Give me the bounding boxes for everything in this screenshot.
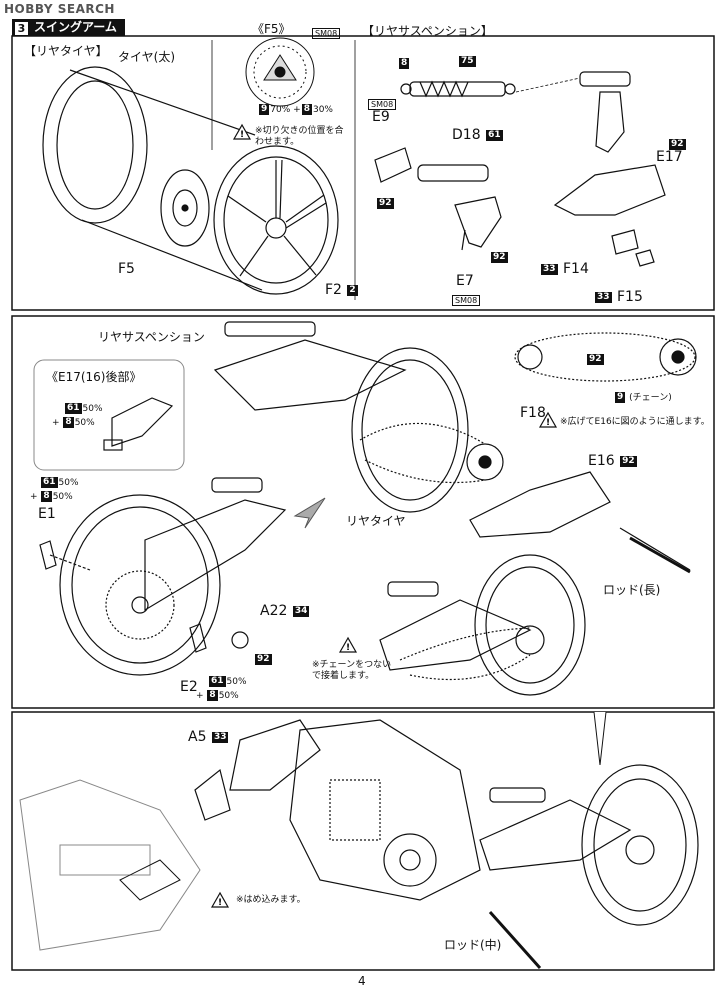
svg-text:!: !	[346, 643, 350, 653]
swingarm-e17-drawing	[553, 71, 666, 267]
code-92: 92	[491, 252, 508, 263]
callout-pointer	[593, 711, 607, 766]
f2-label: F2 2	[325, 282, 358, 298]
e16-note: ※広げてE16に図のように通します。	[560, 417, 710, 427]
caution-icon	[210, 891, 230, 908]
e17-detail-heading: 《E17(16)後部》	[46, 370, 142, 384]
tire-wide-label: タイヤ(太)	[118, 50, 176, 64]
code-8: 8	[399, 58, 410, 69]
code-92: 92	[255, 654, 272, 665]
e17-detail-drawing	[103, 397, 174, 451]
f5-heading: 《F5》	[252, 22, 291, 36]
chain-note: ※チェーンをつないで接着します。	[312, 660, 392, 681]
f5-label: F5	[118, 261, 135, 277]
watermark: HOBBY SEARCH	[4, 2, 115, 16]
e16-label: E16 92	[588, 453, 637, 469]
swingarm-link-drawing	[374, 147, 502, 251]
e1-label: E1	[38, 506, 56, 522]
rear-assembly-bottom-drawing	[479, 764, 699, 926]
d18-label: D18 61	[452, 127, 503, 143]
svg-text:!: !	[218, 898, 222, 908]
swingarm-e16-drawing	[469, 471, 691, 571]
svg-text:!: !	[546, 418, 550, 428]
panel-bottom-border	[11, 711, 715, 971]
code-92: 92	[669, 139, 686, 150]
panel-middle-border	[11, 315, 715, 709]
fit-note: ※はめ込みます。	[236, 895, 306, 905]
assembled-swingarm-chain-drawing	[379, 554, 586, 696]
swingarm-assembly-upper	[213, 321, 504, 513]
rear-tire-label: リヤタイヤ	[346, 514, 406, 528]
engine-close-up-drawing	[19, 779, 201, 951]
svg-text:!: !	[240, 130, 244, 140]
chain-label: 9 (チェーン)	[615, 392, 672, 403]
rear-suspension-heading: 【リヤサスペンション】	[362, 24, 493, 38]
drive-chain-drawing	[514, 332, 697, 382]
shock-absorber-drawing	[400, 80, 516, 98]
wheel-f2-drawing	[213, 145, 339, 295]
sm08-badge: SM08	[452, 295, 481, 306]
e7-label: E7	[456, 273, 474, 289]
rear-tire-drawing	[42, 66, 263, 291]
brake-disc-f5-detail	[245, 37, 315, 107]
a22-label: A22 34	[260, 603, 310, 619]
rod-mid-label: ロッド(中)	[444, 938, 502, 952]
notch-note: ※切り欠きの位置を合わせます。	[255, 126, 344, 147]
caution-icon	[338, 636, 358, 653]
f15-label: 33 F15	[595, 289, 643, 305]
step-number: 3	[14, 21, 29, 36]
caution-icon	[538, 411, 558, 428]
engine-frame-drawing	[194, 719, 481, 901]
page-number: 4	[358, 974, 366, 988]
code-75: 75	[459, 56, 476, 67]
rod-long-drawing	[629, 536, 691, 574]
a5-label: A5 33	[188, 729, 229, 745]
e17-label: E17	[656, 149, 683, 165]
sm08-badge: SM08	[368, 99, 397, 110]
f14-label: 33 F14	[541, 261, 589, 277]
code-92: 92	[587, 354, 604, 365]
step-title: スイングアーム	[12, 19, 125, 36]
code-92: 92	[377, 198, 394, 209]
e9-label: E9	[372, 109, 390, 125]
panel-top-border	[11, 35, 715, 311]
rod-long-label: ロッド(長)	[603, 583, 661, 597]
rod-mid-drawing	[488, 911, 542, 969]
rear-wheel-assembly-drawing	[39, 477, 287, 676]
rear-suspension-label: リヤサスペンション	[98, 330, 205, 344]
sm08-badge: SM08	[312, 28, 341, 39]
rear-tire-heading: 【リヤタイヤ】	[24, 44, 108, 58]
arrow-icon	[293, 497, 326, 529]
e2-label: E2	[180, 679, 198, 695]
e17-detail-box	[33, 359, 185, 471]
caution-icon	[232, 123, 252, 140]
f18-label: F18	[520, 405, 546, 421]
